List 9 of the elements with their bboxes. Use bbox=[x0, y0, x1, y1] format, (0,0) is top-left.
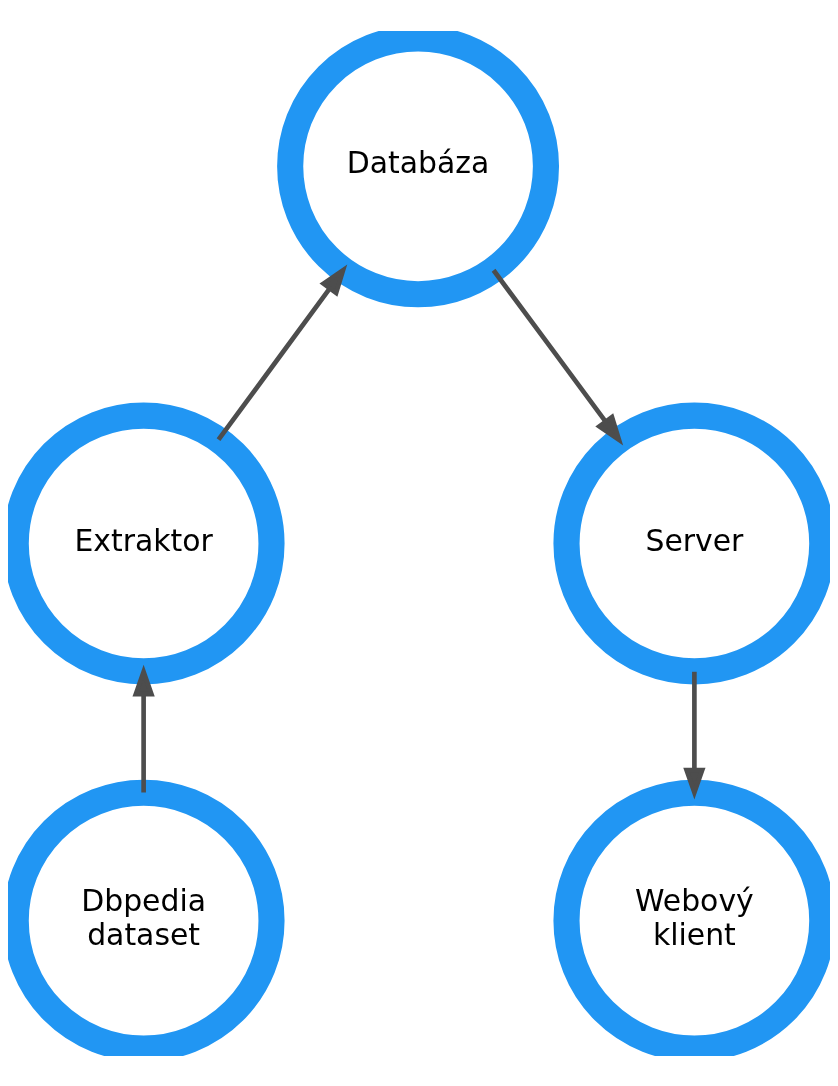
node-circle: Webový klient bbox=[553, 779, 830, 1056]
node-circle: Extraktor bbox=[8, 402, 285, 684]
arrow bbox=[683, 671, 706, 800]
arrow bbox=[216, 264, 348, 441]
arrow bbox=[132, 664, 155, 792]
arrow bbox=[491, 268, 624, 445]
node-circle: Server bbox=[553, 402, 830, 684]
node-circle: Dbpedia dataset bbox=[8, 779, 285, 1056]
node-circle: Databáza bbox=[277, 30, 560, 307]
